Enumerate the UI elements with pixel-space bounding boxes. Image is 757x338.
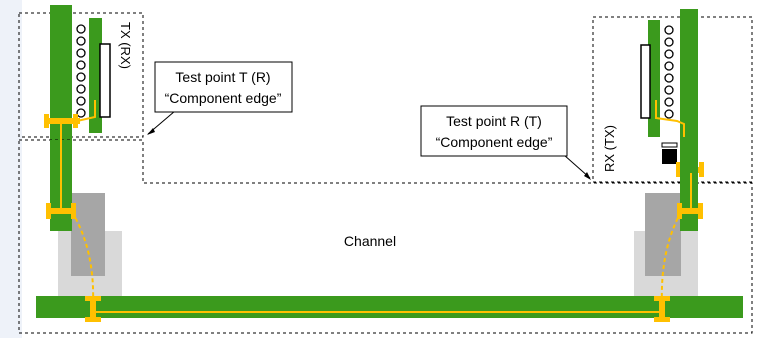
left-callout-line2: “Component edge” bbox=[165, 90, 282, 106]
right-callout-line1: Test point R (T) bbox=[446, 113, 542, 129]
right-connector-dashed-path bbox=[660, 211, 682, 306]
left-upper-connector-marker bbox=[46, 203, 76, 219]
right-backplane-marker bbox=[654, 296, 670, 322]
channel-label: Channel bbox=[344, 233, 396, 249]
tx-internal-trace bbox=[76, 100, 96, 122]
background-tint bbox=[0, 0, 22, 338]
right-connector-inner bbox=[645, 193, 681, 276]
backplane-board bbox=[36, 296, 743, 318]
tx-module-label: TX (RX) bbox=[118, 22, 133, 69]
rx-chip bbox=[640, 44, 651, 119]
left-callout-box bbox=[154, 61, 293, 113]
right-callout-arrowhead bbox=[584, 172, 591, 180]
tx-module-pcb bbox=[89, 18, 102, 133]
left-backplane-marker bbox=[85, 296, 101, 322]
right-upper-connector-marker bbox=[677, 203, 703, 219]
test-point-t-marker bbox=[44, 114, 80, 128]
rx-module-boundary bbox=[592, 16, 753, 183]
rx-component-pad-top bbox=[661, 142, 678, 148]
left-connector-dashed-path bbox=[71, 211, 95, 306]
tx-optical-lens-array bbox=[76, 24, 86, 118]
rx-module-label: RX (TX) bbox=[602, 125, 617, 172]
right-callout-line2: “Component edge” bbox=[436, 134, 553, 150]
left-connector-inner bbox=[71, 193, 105, 276]
tx-module-boundary bbox=[18, 12, 144, 138]
rx-black-component bbox=[662, 149, 677, 164]
left-callout-arrowhead bbox=[147, 128, 155, 135]
right-host-board-lower bbox=[680, 137, 698, 231]
left-callout-line1: Test point T (R) bbox=[175, 69, 270, 85]
right-callout-box bbox=[420, 105, 568, 157]
rx-optical-lens-array bbox=[664, 25, 674, 119]
tx-chip bbox=[99, 43, 111, 118]
channel-boundary bbox=[18, 139, 753, 334]
